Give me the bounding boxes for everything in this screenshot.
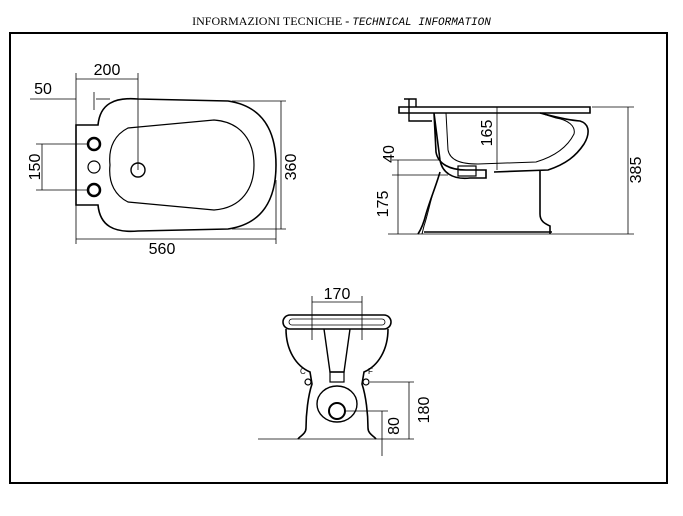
dim-drain: 80: [386, 417, 403, 435]
page-header: INFORMAZIONI TECNICHE - TECHNICAL INFORM…: [0, 14, 683, 29]
side-view-rim: [398, 106, 591, 114]
front-view-drain: [328, 402, 346, 420]
top-view-tap-hole-2: [87, 160, 101, 174]
side-view-pedestal-front: [417, 171, 441, 235]
top-view: [30, 73, 286, 244]
dim-depth: 360: [283, 154, 300, 181]
header-english: TECHNICAL INFORMATION: [352, 17, 491, 29]
dim-bowl: 165: [479, 120, 496, 147]
top-view-tap-hole-3: [86, 182, 102, 198]
front-view-inlet-cold: [304, 378, 312, 386]
dim-outlet: 175: [375, 191, 392, 218]
label-hot: F: [368, 367, 373, 376]
header-italian: INFORMAZIONI TECNICHE: [192, 14, 343, 28]
front-view: [258, 296, 414, 456]
drawing-frame: [9, 32, 668, 484]
top-view-outline: [75, 97, 277, 233]
dim-rim: 40: [381, 145, 398, 163]
front-view-column: [323, 328, 351, 373]
side-view: [388, 98, 634, 235]
label-cold: C: [300, 367, 306, 376]
top-view-bowl: [109, 119, 255, 211]
side-view-drain: [457, 165, 477, 177]
side-view-tap: [404, 98, 432, 122]
side-view-bowl-side: [493, 112, 589, 173]
dim-supply: 180: [416, 397, 433, 424]
top-view-tap-hole-1: [86, 136, 102, 152]
front-view-bowl: [285, 328, 389, 440]
side-view-pedestal-back: [539, 170, 551, 234]
dim-height: 385: [628, 157, 645, 184]
front-view-inlet-hot: [362, 378, 370, 386]
dim-rim-offset: 50: [34, 81, 52, 98]
dim-inlets: 170: [324, 286, 351, 303]
front-view-rim: [282, 314, 392, 330]
dim-tap-offset: 200: [94, 62, 121, 79]
side-view-pedestal-inner: [421, 189, 435, 235]
header-separator: -: [342, 14, 353, 28]
dim-holes: 150: [27, 154, 44, 181]
front-view-drain-housing: [316, 385, 358, 423]
dim-width: 560: [149, 241, 176, 258]
side-view-bowl-inner: [445, 112, 575, 165]
